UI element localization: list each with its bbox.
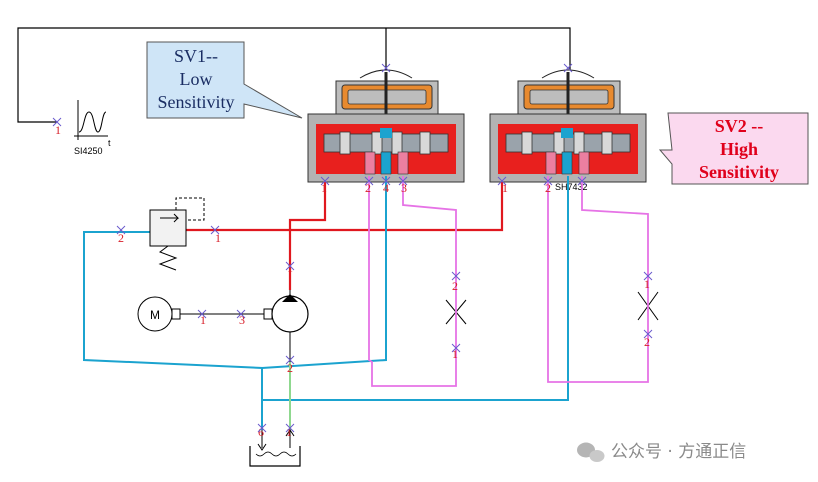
- sv2-callout-line2: High: [720, 139, 758, 159]
- orifice-1: [445, 278, 467, 345]
- relief-valve: [149, 197, 205, 271]
- relief-port-2: 2: [118, 231, 124, 245]
- sv2-callout: SV2 -- High Sensitivity: [658, 112, 809, 185]
- tank-port-1: 1: [286, 425, 292, 439]
- sv2-callout-line1: SV2 --: [715, 116, 764, 136]
- orifice1-port-2: 2: [452, 279, 458, 293]
- orifice1-port-1: 1: [452, 347, 458, 361]
- sv1-callout-line2: Low: [180, 69, 213, 89]
- sv1-port-2: 2: [365, 181, 371, 195]
- sv2-callout-line3: Sensitivity: [699, 162, 779, 182]
- relief-port-1: 1: [215, 231, 221, 245]
- sv2-port-2: 2: [545, 181, 551, 195]
- orifice2-port-2: 2: [644, 335, 650, 349]
- sv1-port-1: 1: [321, 181, 327, 195]
- return-lines: [83, 176, 569, 430]
- load-lines: [368, 176, 649, 387]
- hydraulic-pump: [271, 290, 309, 362]
- sv1-port-4: 4: [383, 181, 389, 195]
- signal-input-label: SI4250: [74, 146, 103, 156]
- sv2-port-1: 1: [502, 181, 508, 195]
- orifice2-port-1: 1: [644, 277, 650, 291]
- motor-shaft-port-3: 3: [239, 313, 245, 327]
- pump-port-2: 2: [287, 361, 293, 375]
- sv2-tag-label: SH7432: [555, 182, 588, 192]
- signal-input-block: SI4250 t 1: [52, 100, 111, 156]
- pressure-lines: [185, 182, 504, 290]
- signal-wire: [17, 27, 571, 123]
- port-markers: [116, 63, 653, 433]
- signal-axis-label: t: [108, 138, 111, 148]
- servo-valve-sv2: SH7432: [489, 69, 647, 192]
- sv1-callout-line1: SV1--: [174, 46, 218, 66]
- sv1-callout: SV1-- Low Sensitivity: [146, 41, 303, 119]
- wechat-logo-icon: [577, 442, 605, 462]
- tank-port-6: 6: [258, 425, 264, 439]
- motor-shaft-port-1: 1: [200, 313, 206, 327]
- port-labels: 1 2 4 3 1 2 1 2 1 2 1 3 2 1 1 2 6 1: [118, 181, 650, 439]
- watermark: 公众号 · 方通正信: [577, 442, 746, 462]
- watermark-text: 公众号 · 方通正信: [611, 442, 746, 462]
- pump-port-1: 1: [287, 261, 293, 275]
- sv1-callout-line3: Sensitivity: [157, 92, 234, 112]
- electric-motor: M: [137, 296, 273, 332]
- sv1-port-3: 3: [401, 181, 407, 195]
- servo-valve-sv1: [307, 69, 465, 183]
- motor-label: M: [150, 308, 160, 322]
- signal-port-label: 1: [55, 123, 61, 137]
- reservoir-tank: [249, 429, 301, 467]
